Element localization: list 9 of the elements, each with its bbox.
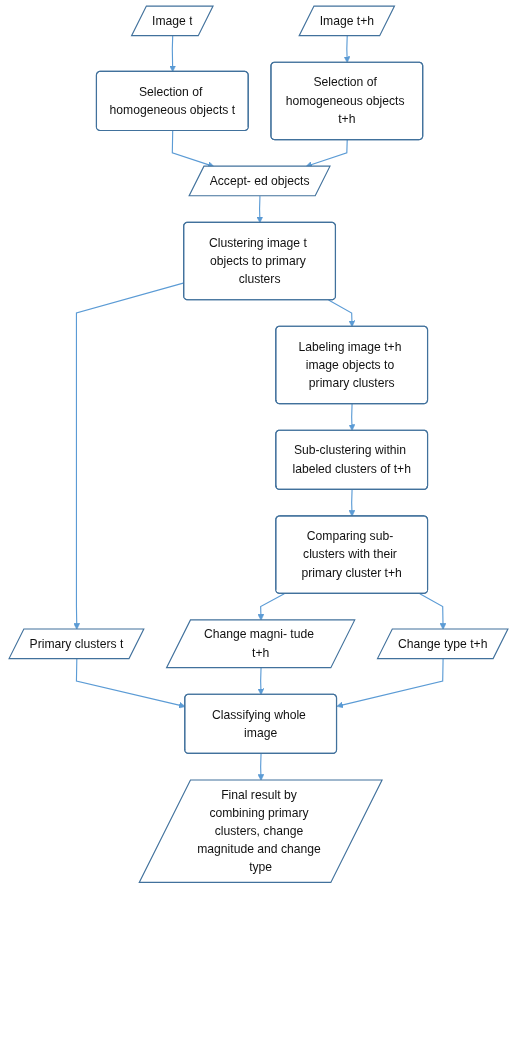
arrow: [327, 299, 356, 327]
arrow: [336, 658, 444, 709]
arrow: [348, 403, 356, 431]
arrow: [257, 667, 265, 695]
arrow: [348, 489, 356, 517]
arrow: [256, 195, 264, 223]
arrow: [343, 35, 351, 63]
arrow: [419, 593, 447, 630]
arrow: [169, 35, 176, 72]
